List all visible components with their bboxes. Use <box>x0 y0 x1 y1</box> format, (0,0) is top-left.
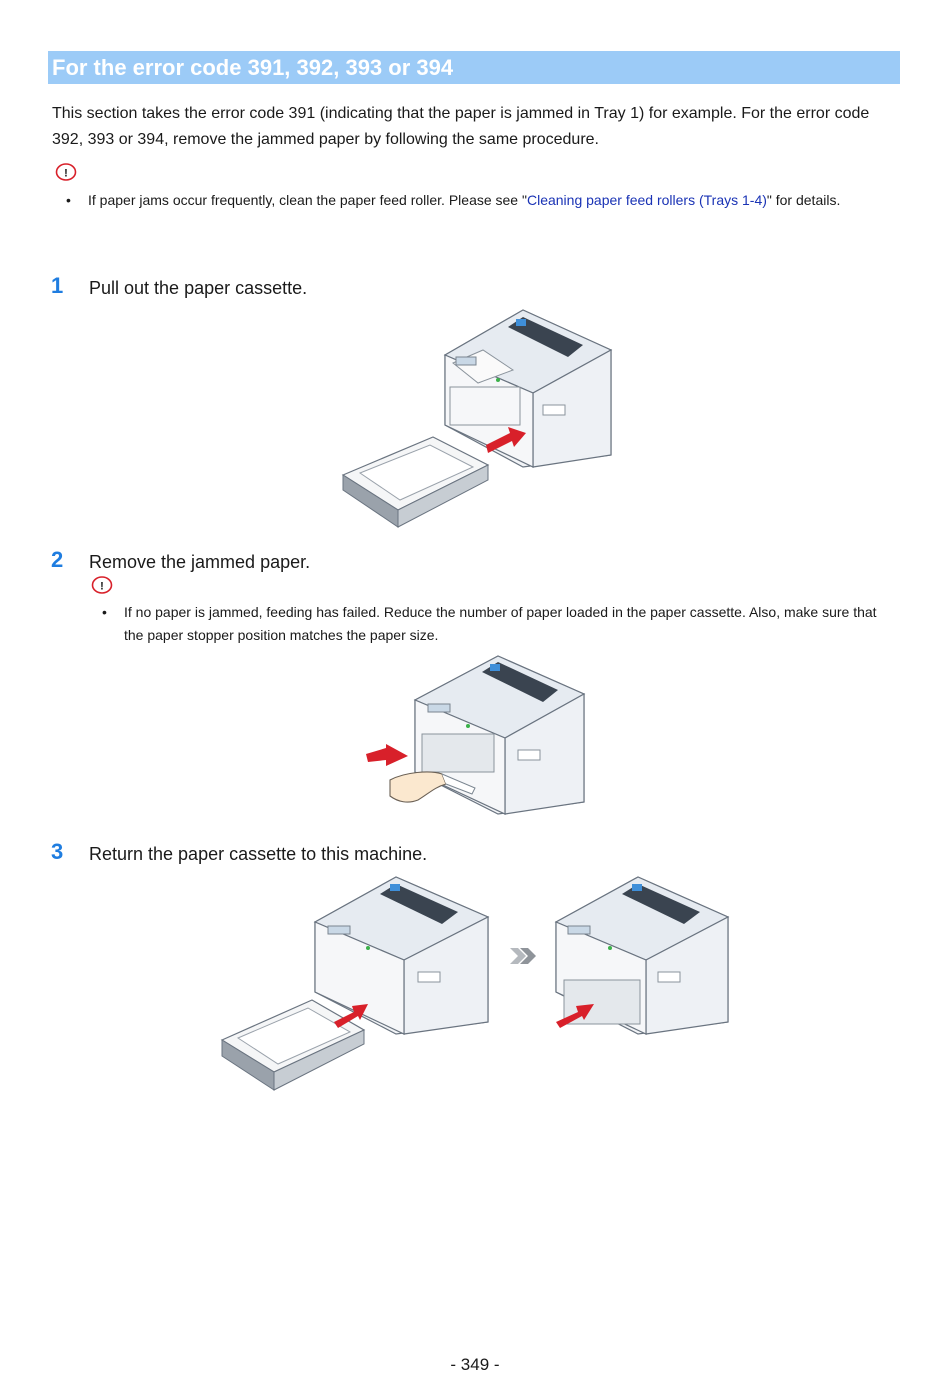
hand-illustration <box>389 771 476 803</box>
svg-text:!: ! <box>100 581 104 593</box>
printer-illustration <box>413 655 586 815</box>
arrow-push-in <box>334 1004 368 1028</box>
note-text: If no paper is jammed, feeding has faile… <box>124 604 877 643</box>
step-3-number: 3 <box>51 839 64 864</box>
step-1-number: 1 <box>51 273 64 298</box>
bullet-marker: • <box>102 604 107 620</box>
double-chevron-icon <box>510 948 536 964</box>
intro-paragraph: This section takes the error code 391 (i… <box>52 105 870 148</box>
printer-illustration-before <box>313 876 490 1035</box>
section-header: For the error code 391, 392, 393 or 394 <box>48 51 900 84</box>
page-number: - 349 - <box>450 1355 500 1374</box>
bullet-marker: • <box>66 192 71 208</box>
paper-cassette <box>220 999 366 1091</box>
figure-return-cassette <box>220 876 730 1091</box>
figure-pull-out-cassette <box>341 309 613 528</box>
arrow-pull-paper <box>366 744 408 766</box>
note-bullet-no-paper-jammed: • If no paper is jammed, feeding has fai… <box>102 601 884 647</box>
printer-illustration <box>443 309 613 468</box>
caution-icon: ! <box>55 162 77 182</box>
note-bullet-paper-jams: • If paper jams occur frequently, clean … <box>66 189 888 212</box>
note-text-after: " for details. <box>766 192 841 208</box>
step-2-text: Remove the jammed paper. <box>89 552 311 572</box>
cleaning-rollers-link[interactable]: Cleaning paper feed rollers (Trays 1-4) <box>526 192 767 208</box>
arrow-pull-out <box>486 427 526 453</box>
note-text-before: If paper jams occur frequently, clean th… <box>88 192 527 208</box>
paper-cassette <box>341 436 490 528</box>
figure-remove-jammed-paper <box>366 655 586 815</box>
svg-text:!: ! <box>64 168 68 180</box>
step-2-number: 2 <box>51 547 64 572</box>
caution-icon: ! <box>91 575 113 595</box>
step-3-text: Return the paper cassette to this machin… <box>89 844 428 864</box>
step-1-text: Pull out the paper cassette. <box>89 278 308 298</box>
section-title: For the error code 391, 392, 393 or 394 <box>52 55 454 80</box>
arrow-insert <box>556 1004 594 1028</box>
printer-illustration-after <box>554 876 730 1035</box>
